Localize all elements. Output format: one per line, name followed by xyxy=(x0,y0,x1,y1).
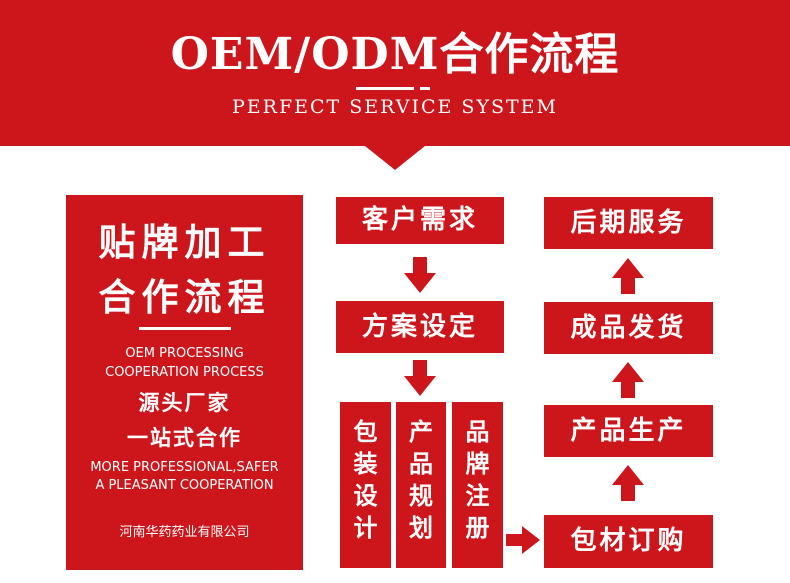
arrow-up-2 xyxy=(612,362,644,398)
panel-en-line1: OEM PROCESSING xyxy=(125,346,244,361)
panel-en-line4: A PLEASANT COOPERATION xyxy=(95,478,274,493)
company-name: 河南华药药业有限公司 xyxy=(119,525,250,540)
packaging-design-char-1: 包 xyxy=(353,418,378,446)
arrow-down-2 xyxy=(404,360,436,396)
step-customer-demand: 客户需求 xyxy=(336,197,504,244)
product-planning-char-4: 划 xyxy=(409,514,433,542)
panel-en-line3: MORE PROFESSIONAL,SAFER xyxy=(90,460,279,475)
step-delivery: 成品发货 xyxy=(544,302,713,354)
header-banner xyxy=(0,0,790,146)
page-title: OEM/ODM合作流程 xyxy=(170,29,620,80)
panel-heading-line2: 合作流程 xyxy=(98,276,271,319)
brand-registration-char-2: 牌 xyxy=(465,450,490,478)
panel-heading-line1: 贴牌加工 xyxy=(98,221,271,264)
arrow-up-3 xyxy=(612,465,644,501)
packaging-design-char-4: 计 xyxy=(353,514,378,542)
step-product-planning: 产 品 规 划 xyxy=(396,402,446,568)
panel-cn-line2: 一站式合作 xyxy=(127,426,242,450)
packaging-design-char-3: 设 xyxy=(353,482,378,510)
arrow-right xyxy=(506,526,540,554)
product-planning-char-2: 品 xyxy=(409,450,433,478)
banner-pointer xyxy=(365,146,425,170)
arrow-up-1 xyxy=(612,258,644,294)
title-divider-dash xyxy=(420,87,430,90)
brand-registration-char-1: 品 xyxy=(465,418,490,446)
brand-registration-char-4: 册 xyxy=(465,514,490,542)
step-production: 产品生产 xyxy=(544,405,713,457)
arrow-down-1 xyxy=(404,257,436,293)
page-subtitle: PERFECT SERVICE SYSTEM xyxy=(231,96,559,118)
product-planning-char-3: 规 xyxy=(409,482,433,510)
step-material-purchase: 包材订购 xyxy=(544,515,713,568)
product-planning-char-1: 产 xyxy=(409,418,433,446)
panel-divider xyxy=(139,327,231,330)
title-divider xyxy=(356,87,414,90)
step-after-service: 后期服务 xyxy=(544,197,713,249)
brand-registration-char-3: 注 xyxy=(465,482,490,510)
step-brand-registration: 品 牌 注 册 xyxy=(452,402,503,568)
panel-cn-line1: 源头厂家 xyxy=(138,391,231,415)
intro-panel: 贴牌加工 合作流程 OEM PROCESSING COOPERATION PRO… xyxy=(66,195,303,570)
packaging-design-char-2: 装 xyxy=(353,450,378,478)
step-plan-setting: 方案设定 xyxy=(336,301,504,353)
panel-en-line2: COOPERATION PROCESS xyxy=(105,365,264,380)
step-packaging-design: 包 装 设 计 xyxy=(340,402,391,568)
